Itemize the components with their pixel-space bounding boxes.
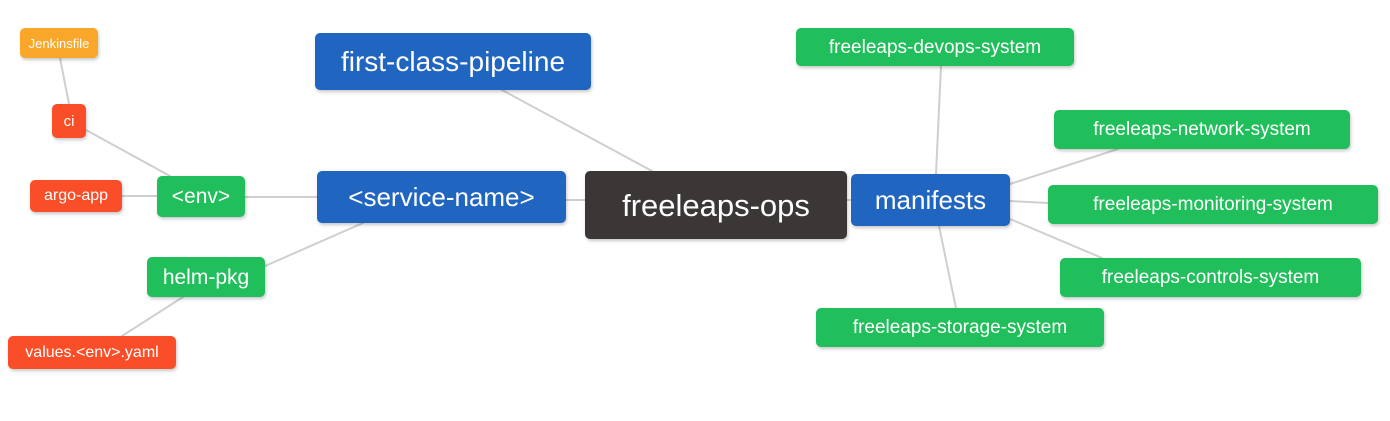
node-freeleaps-network-system[interactable]: freeleaps-network-system bbox=[1054, 110, 1350, 149]
node-helm-pkg[interactable]: helm-pkg bbox=[147, 257, 265, 297]
node-env[interactable]: <env> bbox=[157, 176, 245, 217]
node-freeleaps-devops-system[interactable]: freeleaps-devops-system bbox=[796, 28, 1074, 66]
node-manifests[interactable]: manifests bbox=[851, 174, 1010, 226]
node-service-name[interactable]: <service-name> bbox=[317, 171, 566, 223]
node-argo-app[interactable]: argo-app bbox=[30, 180, 122, 212]
node-ci[interactable]: ci bbox=[52, 104, 86, 138]
node-first-class-pipeline[interactable]: first-class-pipeline bbox=[315, 33, 591, 90]
node-freeleaps-ops[interactable]: freeleaps-ops bbox=[585, 171, 847, 239]
node-freeleaps-monitoring-system[interactable]: freeleaps-monitoring-system bbox=[1048, 185, 1378, 224]
node-freeleaps-controls-system[interactable]: freeleaps-controls-system bbox=[1060, 258, 1361, 297]
node-values-env-yaml[interactable]: values.<env>.yaml bbox=[8, 336, 176, 369]
node-freeleaps-storage-system[interactable]: freeleaps-storage-system bbox=[816, 308, 1104, 347]
node-jenkinsfile[interactable]: Jenkinsfile bbox=[20, 28, 98, 58]
